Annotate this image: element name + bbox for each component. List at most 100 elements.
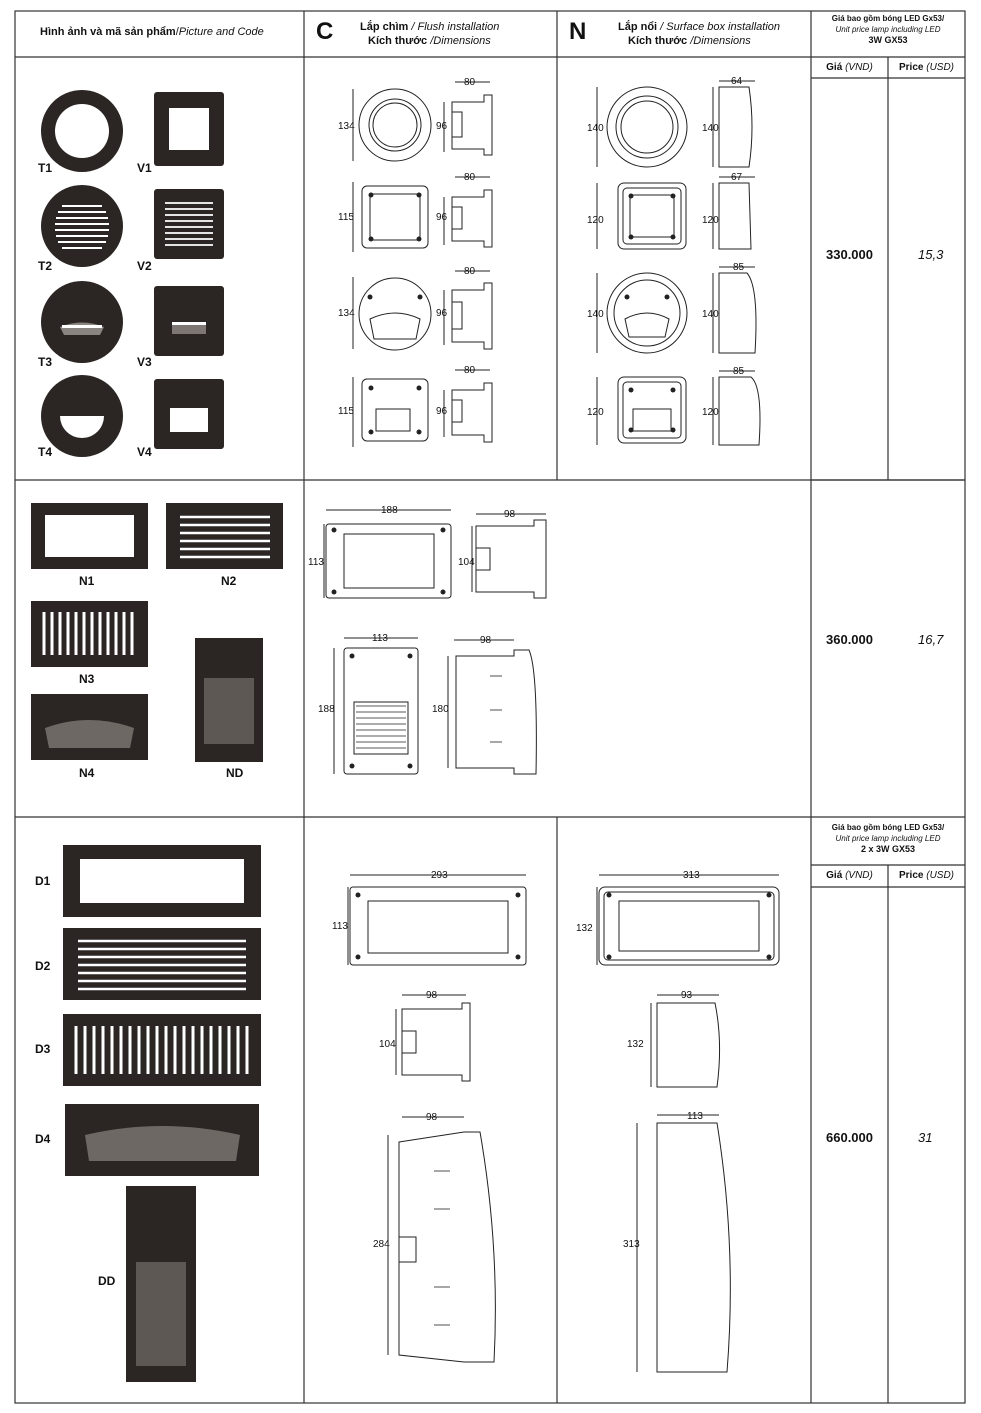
r1-surf-dim-3: 64 xyxy=(731,76,743,87)
code-t1: T1 xyxy=(38,161,52,175)
price1-vnd: Giá xyxy=(826,62,843,73)
r1-surf-dim-2: 140 xyxy=(702,123,719,134)
r1-surf-dim-11: 120 xyxy=(702,407,719,418)
row1-surface-drawings: 140 140 64 120 120 67 140 140 85 120 120… xyxy=(587,76,761,446)
r1-flush-dim-10: 115 xyxy=(338,406,354,417)
price2-usd: Price xyxy=(898,870,924,881)
r2-flush-dim-8: 180 xyxy=(432,704,449,715)
header-picture-en: Picture and Code xyxy=(178,26,264,38)
r1-surf-dim-6: 67 xyxy=(731,172,743,183)
r3-flush-dim-2: 113 xyxy=(332,921,348,932)
r2-flush-dim-7: 98 xyxy=(480,635,492,646)
r3-flush-dim-1: 293 xyxy=(431,870,448,881)
flush-dim-vn: Kích thước xyxy=(368,35,428,47)
product-t4-image xyxy=(41,375,123,457)
r1-flush-dim-2: 96 xyxy=(436,121,448,132)
header-flush: Lắp chìm / Flush installation Kích thước… xyxy=(360,20,499,48)
r1-flush-dim-9: 80 xyxy=(464,266,476,277)
product-t1-image xyxy=(41,90,123,172)
price2-vnd: Giá xyxy=(826,870,843,881)
flush-letter: C xyxy=(316,18,334,45)
product-n1-image xyxy=(31,503,148,569)
code-d1: D1 xyxy=(35,874,51,888)
price1-usd-label: Price (USD) xyxy=(888,62,965,73)
product-t2-image xyxy=(41,185,123,267)
price2-line1: Giá bao gồm bóng LED Gx53/ xyxy=(831,823,945,832)
header-surface: Lắp nổi / Surface box installation Kích … xyxy=(618,20,780,48)
code-n1: N1 xyxy=(79,574,95,588)
r1-surf-dim-5: 120 xyxy=(702,215,719,226)
r1-flush-dim-11: 96 xyxy=(436,406,448,417)
product-v4-image xyxy=(154,379,224,449)
r3-surf-dim-5: 113 xyxy=(687,1111,703,1122)
r2-flush-dim-3: 98 xyxy=(504,509,516,520)
r2-flush-dim-4: 104 xyxy=(458,557,475,568)
surface-dim-en: /Dimensions xyxy=(690,35,751,47)
price2-line3: 2 x 3W GX53 xyxy=(860,844,916,854)
price-header-2: Giá bao gồm bóng LED Gx53/ Unit price la… xyxy=(811,822,965,855)
r1-surf-dim-9: 85 xyxy=(733,262,745,273)
r1-surf-dim-8: 140 xyxy=(702,309,719,320)
code-d3: D3 xyxy=(35,1042,51,1056)
row1-price-vnd: 330.000 xyxy=(826,247,873,262)
flush-en: / Flush installation xyxy=(411,21,500,33)
code-t4: T4 xyxy=(38,445,52,459)
code-v1: V1 xyxy=(137,161,152,175)
row1-price-usd: 15,3 xyxy=(918,247,944,262)
flush-vn: Lắp chìm xyxy=(360,21,409,33)
row3-product-pictures: D1 D2 D3 D4 DD xyxy=(35,845,261,1382)
price1-usd-unit: (USD) xyxy=(926,62,955,73)
r3-flush-dim-5: 98 xyxy=(426,1112,438,1123)
row3-surface-drawings: 313 132 93 132 113 313 xyxy=(576,870,780,1373)
surface-en: / Surface box installation xyxy=(660,21,781,33)
r3-surf-dim-6: 313 xyxy=(623,1239,640,1250)
flush-dim-en: /Dimensions xyxy=(430,35,491,47)
r2-flush-dim-2: 113 xyxy=(308,557,324,568)
price1-vnd-unit: (VND) xyxy=(845,62,873,73)
row1-product-pictures: T1 V1 T2 V2 T3 V3 T4 V4 xyxy=(38,90,224,459)
product-nd-image xyxy=(195,638,263,762)
row2-price-vnd: 360.000 xyxy=(826,632,873,647)
surface-letter: N xyxy=(569,18,587,45)
price1-vnd-label: Giá (VND) xyxy=(811,62,888,73)
row3-flush-drawings: 293 113 98 104 98 284 xyxy=(332,870,527,1363)
header-picture-sep: / xyxy=(175,26,179,38)
r3-flush-dim-4: 104 xyxy=(379,1039,396,1050)
r1-surf-dim-10: 120 xyxy=(587,407,604,418)
row2-price-usd: 16,7 xyxy=(918,632,944,647)
r1-surf-dim-7: 140 xyxy=(587,309,604,320)
product-t3-image xyxy=(41,281,123,363)
code-t2: T2 xyxy=(38,259,52,273)
r1-flush-dim-1: 134 xyxy=(338,121,355,132)
r1-surf-dim-1: 140 xyxy=(587,123,604,134)
r1-flush-dim-6: 80 xyxy=(464,172,476,183)
r3-surf-dim-3: 93 xyxy=(681,990,693,1001)
code-d2: D2 xyxy=(35,959,51,973)
code-n3: N3 xyxy=(79,672,95,686)
product-d1-image xyxy=(63,845,261,917)
r3-surf-dim-4: 132 xyxy=(627,1039,644,1050)
price1-usd: Price xyxy=(898,62,924,73)
product-v2-image xyxy=(154,189,224,259)
r1-flush-dim-3: 80 xyxy=(464,77,476,88)
product-v3-image xyxy=(154,286,224,356)
header-picture: Hình ảnh và mã sản phẩm /Picture and Cod… xyxy=(40,26,264,38)
price1-line1: Giá bao gồm bóng LED Gx53/ xyxy=(831,14,945,23)
code-v2: V2 xyxy=(137,259,152,273)
r2-flush-dim-6: 188 xyxy=(318,704,335,715)
row1-flush-drawings: 134 96 80 115 96 80 134 96 80 115 96 80 xyxy=(338,77,493,447)
price2-vnd-label: Giá (VND) xyxy=(811,870,888,881)
price2-usd-unit: (USD) xyxy=(926,870,955,881)
r1-flush-dim-7: 134 xyxy=(338,308,355,319)
code-d4: D4 xyxy=(35,1132,51,1146)
row3-price-usd: 31 xyxy=(918,1130,933,1145)
r1-flush-dim-4: 115 xyxy=(338,212,354,223)
r3-flush-dim-3: 98 xyxy=(426,990,438,1001)
r3-surf-dim-1: 313 xyxy=(683,870,700,881)
r2-flush-dim-5: 113 xyxy=(372,633,388,644)
product-n4-image xyxy=(31,694,148,760)
row2-product-pictures: N1 N2 N3 N4 ND xyxy=(31,503,283,780)
r1-surf-dim-12: 85 xyxy=(733,366,745,377)
row3-price-vnd: 660.000 xyxy=(826,1130,873,1145)
